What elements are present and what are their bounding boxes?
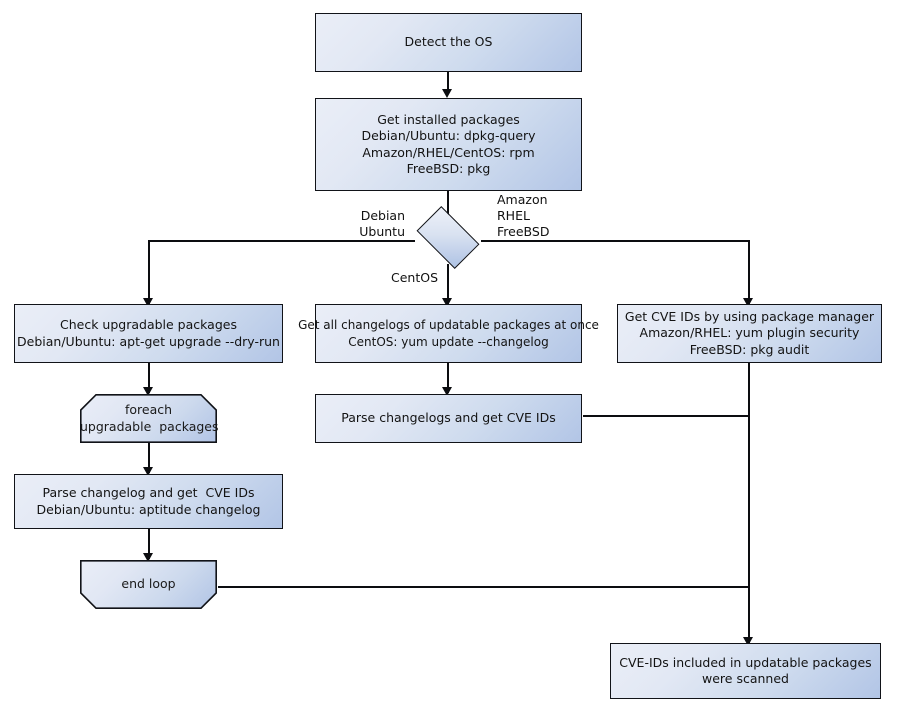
- connector-parse-to-endloop: [148, 529, 150, 559]
- loop-end-outline: [80, 560, 217, 610]
- arrowhead-decision-to-cvepkg: [743, 298, 753, 307]
- node-check-upgradable-packages[interactable]: Check upgradable packages Debian/Ubuntu:…: [14, 304, 283, 363]
- node-get-all-changelogs-label: Get all changelogs of updatable packages…: [298, 318, 599, 349]
- arrowhead-detect-to-installed: [442, 89, 452, 98]
- node-get-cve-ids-package-manager-label: Get CVE IDs by using package manager Ama…: [624, 308, 875, 357]
- connector-foreach-to-parse: [148, 443, 150, 473]
- node-check-upgradable-packages-label: Check upgradable packages Debian/Ubuntu:…: [17, 317, 280, 349]
- node-parse-changelog-cve-ids[interactable]: Parse changelog and get CVE IDs Debian/U…: [14, 474, 283, 529]
- connector-decision-to-check: [148, 240, 150, 304]
- node-get-installed-packages-label: Get installed packages Debian/Ubuntu: dp…: [361, 111, 536, 177]
- arrowhead-foreach-to-parse: [143, 467, 153, 476]
- node-scan-complete-label: CVE-IDs included in updatable packages w…: [619, 654, 872, 687]
- connector-decision-bus-right: [481, 240, 750, 242]
- loop-start-outline: [80, 394, 217, 444]
- connector-installed-to-decision: [447, 191, 449, 229]
- edge-label-centos: CentOS: [390, 270, 438, 285]
- connector-check-to-foreach: [148, 363, 150, 393]
- node-end-loop[interactable]: end loop: [80, 560, 217, 610]
- node-foreach-loop-start[interactable]: foreach upgradable packages: [80, 394, 219, 444]
- node-detect-os[interactable]: Detect the OS: [315, 13, 582, 72]
- arrowhead-decision-to-check: [143, 298, 153, 307]
- node-get-installed-packages[interactable]: Get installed packages Debian/Ubuntu: dp…: [315, 98, 582, 191]
- connector-changelogs-to-parse: [447, 363, 449, 393]
- arrowhead-check-to-foreach: [143, 387, 153, 396]
- loop-end-shape: [80, 560, 217, 609]
- node-parse-changelog-cve-ids-label: Parse changelog and get CVE IDs Debian/U…: [36, 485, 261, 517]
- edge-label-amazon-rhel-freebsd: Amazon RHEL FreeBSD: [497, 192, 550, 239]
- edge-label-debian-ubuntu: Debian Ubuntu: [359, 208, 405, 239]
- arrowhead-parse-to-endloop: [143, 553, 153, 562]
- connector-decision-to-cvepkg: [748, 240, 750, 304]
- connector-cvepkg-rail: [748, 363, 750, 643]
- node-parse-changelogs-cve-ids[interactable]: Parse changelogs and get CVE IDs: [315, 394, 582, 443]
- node-get-all-changelogs[interactable]: Get all changelogs of updatable packages…: [298, 304, 599, 363]
- arrowhead-changelogs-to-parse: [442, 387, 452, 396]
- node-end-loop-label: end loop: [121, 576, 176, 592]
- node-scan-complete[interactable]: CVE-IDs included in updatable packages w…: [610, 643, 881, 699]
- node-parse-changelogs-cve-ids-label: Parse changelogs and get CVE IDs: [341, 410, 556, 426]
- connector-detect-to-installed: [447, 72, 449, 92]
- node-get-cve-ids-package-manager[interactable]: Get CVE IDs by using package manager Ama…: [617, 304, 882, 363]
- connector-decision-to-changelogs: [447, 264, 449, 304]
- node-detect-os-label: Detect the OS: [404, 34, 493, 50]
- connector-decision-bus-left: [149, 240, 415, 242]
- loop-start-shape: [80, 394, 217, 443]
- node-foreach-loop-start-label: foreach upgradable packages: [80, 402, 219, 434]
- node-os-decision[interactable]: [416, 206, 480, 269]
- connector-parsechangelogs-to-rail: [583, 415, 750, 417]
- arrowhead-decision-to-changelogs: [442, 298, 452, 307]
- arrowhead-rail-to-scan-complete: [743, 637, 753, 646]
- connector-endloop-to-rail: [218, 586, 750, 588]
